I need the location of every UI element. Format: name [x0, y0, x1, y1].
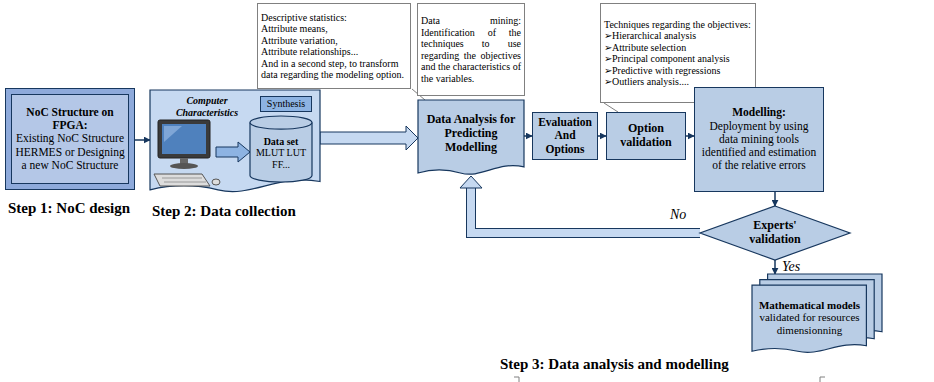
text-area: Data Analysis for Predicting Modelling: [422, 104, 520, 164]
node-text: ➢Attribute selection: [604, 42, 752, 54]
bracket: [514, 377, 825, 382]
edge-label: Yes: [782, 259, 800, 275]
node-text: validated for resources dimensionning: [757, 311, 862, 336]
node-text: ➢Predictive with regressions: [604, 65, 752, 77]
node-heading: Data mining: Identification of the techn…: [421, 15, 521, 84]
node-heading: Computer Characteristics: [164, 95, 250, 118]
noc-design-box: NoC Structure on FPGA:Existing NoC Struc…: [5, 88, 135, 190]
node-heading: Mathematical models: [757, 299, 862, 312]
computer-illustration: [152, 116, 252, 196]
flow-arrow: [135, 139, 150, 141]
text-area: Computer Characteristics: [164, 93, 250, 120]
note-callout: Descriptive statistics:Attribute means,A…: [257, 3, 411, 89]
node-heading: Techniques regarding the objectives:: [604, 19, 752, 31]
text-area: Evaluation And Options: [535, 115, 595, 157]
flow-arrow: [460, 176, 700, 233]
text-area: Experts' validation: [736, 216, 814, 250]
leader-line: [604, 103, 618, 112]
node-text: Deployment by using data mining tools id…: [700, 120, 818, 173]
flow-arrow: [774, 192, 776, 206]
text-area: Modelling:Deployment by using data minin…: [700, 93, 818, 186]
process-box: Option validation: [606, 112, 686, 160]
step-label: Step 2: Data collection: [152, 203, 296, 220]
step-label: Step 3: Data analysis and modelling: [500, 356, 729, 373]
note-callout: Techniques regarding the objectives:➢Hie…: [600, 3, 756, 103]
node-heading: Descriptive statistics:: [261, 12, 407, 24]
node-text: ➢Hierarchical analysis: [604, 30, 752, 42]
node-heading: Modelling:: [700, 106, 818, 119]
synthesis-box: Synthesis: [260, 96, 312, 112]
node-text: MLUT LUT FF...: [253, 147, 309, 170]
process-document: Data Analysis for Predicting Modelling: [418, 100, 524, 176]
note-callout: Data mining: Identification of the techn…: [417, 3, 525, 96]
text-area: Synthesis: [261, 96, 311, 112]
dataset-cylinder: Data setMLUT LUT FF...: [250, 116, 312, 182]
process-box: Evaluation And Options: [532, 112, 598, 160]
flow-arrow: [598, 135, 606, 137]
text-area: Techniques regarding the objectives:➢Hie…: [604, 6, 752, 100]
node-text: Attribute relationships...: [261, 46, 407, 58]
node-heading: Experts' validation: [736, 219, 814, 247]
text-area: Data setMLUT LUT FF...: [253, 130, 309, 176]
node-heading: Data set: [253, 136, 309, 148]
flow-arrow: [686, 135, 694, 137]
node-text: Attribute means,: [261, 23, 407, 35]
node-heading: Evaluation And Options: [535, 116, 595, 156]
text-area: Data mining: Identification of the techn…: [421, 6, 521, 93]
flow-arrow: [774, 260, 776, 274]
node-text: ➢Principal component analysis: [604, 53, 752, 65]
document-stack: Mathematical modelsvalidated for resourc…: [752, 274, 882, 354]
text-area: Mathematical modelsvalidated for resourc…: [757, 290, 862, 345]
flow-arrow: [320, 126, 418, 150]
node-text: ➢Outliers analysis....: [604, 76, 752, 88]
node-heading: Synthesis: [261, 98, 311, 110]
node-heading: NoC Structure on FPGA:: [14, 106, 126, 132]
node-text: Existing NoC Structure HERMES or Designi…: [14, 132, 126, 172]
node-heading: Option validation: [609, 122, 683, 150]
process-box: Modelling:Deployment by using data minin…: [694, 87, 824, 192]
text-area: NoC Structure on FPGA:Existing NoC Struc…: [14, 98, 126, 180]
node-text: Attribute variation,: [261, 35, 407, 47]
step-label: Step 1: NoC design: [8, 200, 130, 217]
edge-label: No: [670, 207, 686, 223]
text-area: Descriptive statistics:Attribute means,A…: [261, 6, 407, 86]
node-text: And in a second step, to transform data …: [261, 58, 407, 81]
flow-arrow: [524, 135, 532, 137]
decision-diamond: Experts' validation: [700, 206, 850, 260]
node-heading: Data Analysis for Predicting Modelling: [422, 113, 520, 154]
text-area: Option validation: [609, 115, 683, 157]
data-collection-panel: Computer Characteristics SynthesisData se…: [150, 90, 320, 194]
